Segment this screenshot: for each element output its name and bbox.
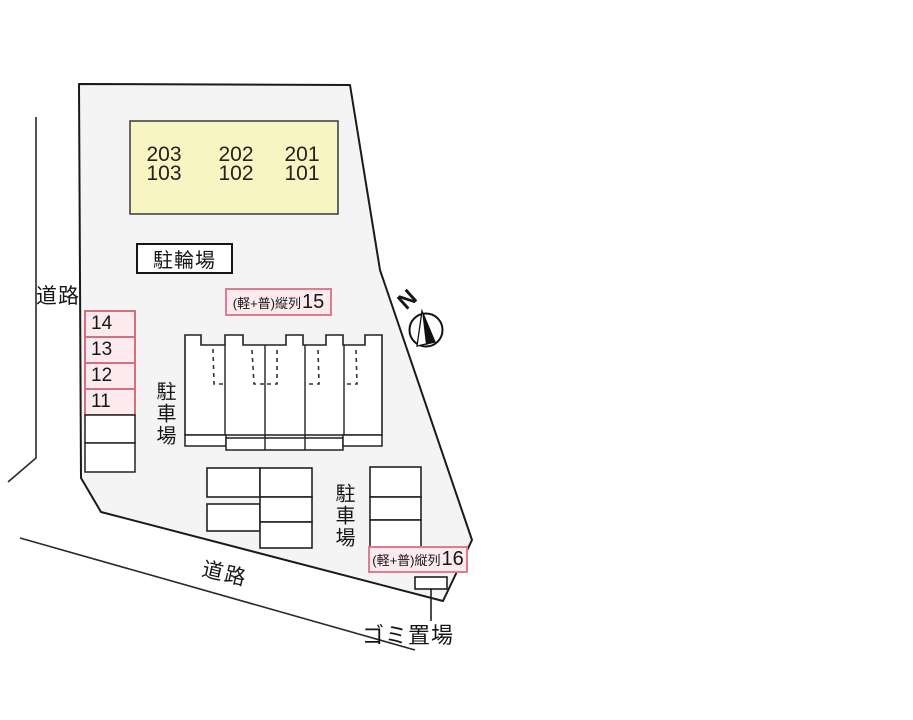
- road-line-left: [7, 117, 37, 483]
- parking-lot-label-right: 駐車場: [332, 483, 354, 549]
- tandem-15-prefix: (軽+普)縦列: [232, 295, 301, 311]
- parking-space-14-label: 14: [91, 313, 113, 334]
- rooms-board: [129, 120, 339, 215]
- room-number: 102: [218, 162, 254, 185]
- parking-space-14-box: [84, 310, 136, 338]
- tandem-16-prefix: (軽+普)縦列: [372, 553, 441, 568]
- left-parking-spaces: [84, 310, 136, 416]
- road-label-left: 道路: [36, 285, 80, 308]
- porch-strip-right: [342, 434, 383, 447]
- garbage-area-box: [414, 576, 448, 590]
- parking-lot-label-left: 駐車場: [153, 381, 175, 447]
- tandem-16-number: 16: [441, 548, 464, 570]
- unnumbered-space-box: [84, 414, 136, 444]
- room-number: 101: [284, 162, 320, 185]
- bottom-parking-grid-right: [369, 466, 422, 548]
- bicycle-parking-label: 駐輪場: [136, 243, 233, 274]
- north-arrow-icon: [408, 308, 444, 348]
- room-numbers-column: 203 103: [135, 143, 193, 185]
- room-numbers-column: 201 101: [273, 143, 331, 185]
- room-number: 203: [146, 143, 182, 166]
- room-number: 103: [146, 162, 182, 185]
- tandem-row-16-label: (軽+普)縦列 16: [368, 546, 468, 573]
- room-number: 201: [284, 143, 320, 166]
- parking-space-13-label: 13: [91, 339, 113, 360]
- road-line-bottom: [19, 537, 416, 651]
- parking-space-12-label: 12: [91, 365, 113, 386]
- parking-space-11-label: 11: [91, 391, 111, 412]
- parking-space-13-box: [84, 336, 136, 364]
- porch-strip-middle: [225, 437, 344, 451]
- stair-dashed-lines: [212, 348, 358, 385]
- room-numbers-column: 202 102: [207, 143, 265, 185]
- bicycle-parking-text: 駐輪場: [153, 250, 216, 272]
- building-footprint: [184, 334, 383, 436]
- bottom-parking-grid-left: [206, 467, 313, 549]
- tandem-15-number: 15: [302, 290, 325, 313]
- porch-strip-left: [184, 434, 227, 447]
- room-number: 202: [218, 143, 254, 166]
- garbage-area-label: ゴミ置場: [362, 623, 455, 648]
- unnumbered-space-box: [84, 442, 136, 473]
- tandem-row-15-label: (軽+普)縦列 15: [225, 288, 332, 316]
- building-unit-dividers: [224, 345, 345, 438]
